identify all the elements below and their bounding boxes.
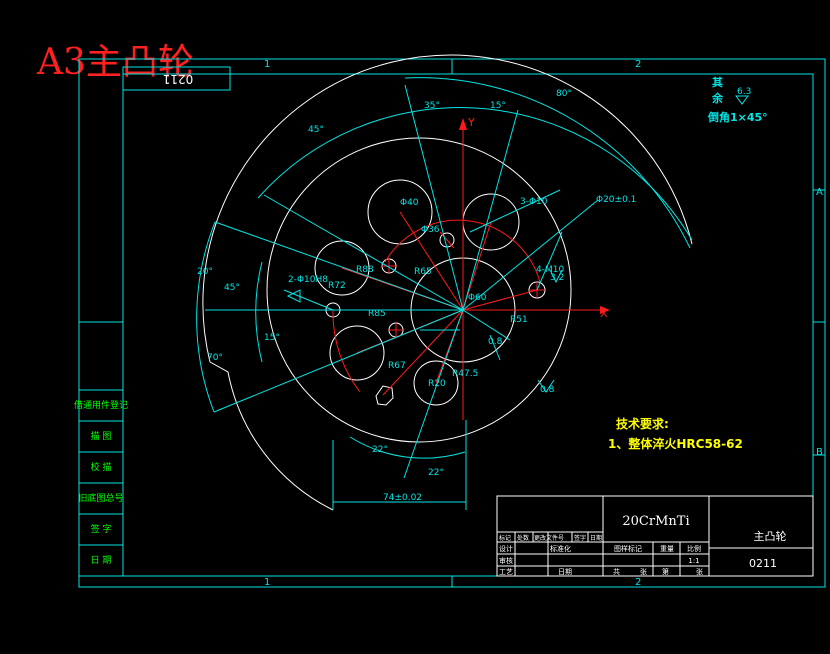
sheet-total-label: 共 xyxy=(613,567,620,576)
cam-geometry xyxy=(202,54,693,511)
left-table-row-1: 借通用件登记 xyxy=(74,399,128,411)
cam-lower-arc xyxy=(209,361,334,511)
dim-angle-45: 45° xyxy=(308,125,324,135)
dim-dia-36: Φ36 xyxy=(421,225,440,235)
col-label-scale: 比例 xyxy=(687,544,701,553)
dim-r67: R67 xyxy=(388,361,406,371)
rev-col-sign: 签字 xyxy=(574,534,586,542)
chamfer-note: 倒角1×45° xyxy=(707,110,768,124)
dim-dia-40: Φ40 xyxy=(400,198,419,208)
zone-top-2: 2 xyxy=(635,59,641,70)
dim-angle-15b: 15° xyxy=(264,333,280,343)
finish-note: 其 余 6.3 倒角1×45° xyxy=(707,75,768,124)
dim-r51: R51 xyxy=(510,315,528,325)
rev-col-count: 处数 xyxy=(517,534,529,542)
left-table-row-3: 校 描 xyxy=(91,461,112,473)
drawing-frame xyxy=(78,58,826,588)
dim-angle-35: 35° xyxy=(424,101,440,111)
zone-right-a: A xyxy=(816,187,823,198)
dim-r08: 0.8 xyxy=(488,337,503,347)
sheet-no-unit: 张 xyxy=(696,567,703,576)
rev-col-mark: 标记 xyxy=(499,534,511,542)
outer-border xyxy=(78,58,826,588)
hex-hole xyxy=(375,385,394,406)
finish-note-label-bottom: 余 xyxy=(711,91,724,105)
x-axis-label: X xyxy=(600,307,608,320)
y-axis-arrow xyxy=(459,118,467,130)
part-name: 主凸轮 xyxy=(754,529,787,543)
pocket-hole-5 xyxy=(413,360,459,406)
dim-angle-20: 20° xyxy=(197,267,213,277)
col-label-marks: 图样标记 xyxy=(614,544,642,553)
dim-angle-22a: 22° xyxy=(372,445,388,455)
row-date: 日期 xyxy=(558,568,572,576)
title-block xyxy=(496,495,814,577)
rev-col-doc: 更改文件号 xyxy=(534,534,564,542)
rev-col-date: 日期 xyxy=(590,534,602,542)
sheet-total-unit: 张 xyxy=(640,567,647,576)
row-design: 设计 xyxy=(499,544,513,553)
dim-angle-80: 80° xyxy=(556,89,572,99)
material-name: 20CrMnTi xyxy=(622,514,689,529)
drawing-number: 0211 xyxy=(749,557,777,570)
pocket-hole-3 xyxy=(314,240,370,296)
dim-r47: R47.5 xyxy=(452,369,478,379)
corner-code: 0211 xyxy=(163,72,194,86)
row-standard: 标准化 xyxy=(550,544,571,553)
sheet-no-label: 第 xyxy=(662,567,669,576)
col-label-weight: 重量 xyxy=(660,545,674,553)
zone-top-1: 1 xyxy=(264,59,270,70)
left-side-table xyxy=(78,389,124,577)
dim-angle-45b: 45° xyxy=(224,283,240,293)
dim-r65: R65 xyxy=(414,267,432,277)
finish-note-label-top: 其 xyxy=(712,75,723,89)
dim-r85: R85 xyxy=(368,309,386,319)
dim-angle-22b: 22° xyxy=(428,468,444,478)
finish-note-value: 6.3 xyxy=(737,87,751,97)
dim-angle-15: 15° xyxy=(490,101,506,111)
dim-dia-20: Φ20±0.1 xyxy=(596,195,636,205)
finish-3-2: 3.2 xyxy=(550,273,564,283)
dim-2-holes: 2-Φ10H8 xyxy=(288,275,328,285)
dim-width-74: 74±0.02 xyxy=(383,493,422,503)
y-axis-label: Y xyxy=(467,116,475,129)
drawing-title: A3主凸轮 xyxy=(36,42,194,83)
left-table-row-6: 日 期 xyxy=(91,555,112,566)
x-axis-arrow xyxy=(600,306,610,314)
left-table-row-5: 签 字 xyxy=(91,523,112,535)
title-block-text: 20CrMnTi 主凸轮 0211 图样标记 重量 比例 1:1 共 张 第 张… xyxy=(499,514,787,576)
cam-outer-arc xyxy=(202,54,693,363)
zone-bottom-2: 2 xyxy=(635,577,641,588)
dim-r72: R72 xyxy=(328,281,346,291)
tech-requirements-title: 技术要求: xyxy=(616,416,669,431)
dim-3-holes: 3-Φ10 xyxy=(520,197,548,207)
left-table-row-4: 旧底图总号 xyxy=(78,492,123,504)
zone-right-b: B xyxy=(816,447,823,458)
left-table-labels: 借通用件登记 描 图 校 描 旧底图总号 签 字 日 期 xyxy=(74,399,128,566)
finish-0-8: 0.8 xyxy=(540,385,555,395)
row-process: 工艺 xyxy=(499,568,513,576)
pocket-hole-1 xyxy=(367,179,433,245)
dim-r88: R88 xyxy=(356,265,374,275)
dim-dia-60: Φ60 xyxy=(468,293,487,303)
scale-value: 1:1 xyxy=(688,557,699,565)
tech-requirement-item: 1、整体淬火HRC58-62 xyxy=(608,436,743,451)
zone-bottom-1: 1 xyxy=(264,577,270,588)
pocket-hole-4 xyxy=(329,325,385,381)
left-table-row-2: 描 图 xyxy=(91,430,112,442)
row-review: 审核 xyxy=(499,556,513,565)
dimension-lines xyxy=(196,77,693,510)
frame-zone-labels: 1 2 1 2 A B xyxy=(264,59,823,588)
inner-border xyxy=(122,73,814,577)
surface-finish-symbols xyxy=(286,95,749,393)
dim-angle-70: 70° xyxy=(207,353,223,363)
dim-r20: R20 xyxy=(428,379,446,389)
corner-code-box xyxy=(122,66,231,91)
